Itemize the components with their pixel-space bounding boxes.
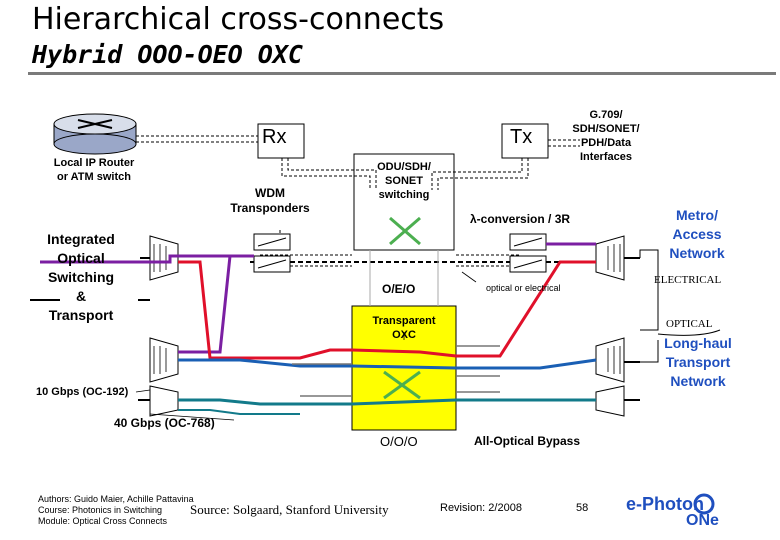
footer-revision: Revision: 2/2008	[440, 502, 522, 514]
optical-label: OPTICAL	[666, 318, 713, 330]
optical-or-electrical-label: optical or electrical	[486, 283, 561, 293]
teal-path-2	[178, 409, 300, 415]
electrical-label: ELECTRICAL	[654, 274, 722, 286]
footer-source: Source: Solgaard, Stanford University	[190, 502, 389, 517]
tx-label: Tx	[510, 126, 533, 148]
slide-title: Hierarchical cross-connects	[32, 2, 445, 37]
bypass-label: All-Optical Bypass	[474, 434, 581, 448]
logo-mark	[693, 493, 715, 515]
rate-10g-label: 10 Gbps (OC-192)	[36, 386, 129, 398]
odu-switch-box	[353, 153, 455, 251]
logo-text: e-Photon	[626, 494, 704, 514]
rx-box	[257, 123, 305, 159]
purple-path-2	[178, 254, 254, 354]
mux-lines	[153, 244, 621, 374]
slide-subtitle: Hybrid OOO-OEO OXC	[32, 40, 303, 69]
logo-subtext: ONe	[686, 512, 719, 529]
wdm-transponders-right	[509, 233, 547, 273]
oxc-cross	[383, 370, 421, 400]
odu-cross	[389, 216, 421, 246]
electrical-links	[136, 135, 580, 267]
blue-path	[178, 358, 597, 370]
rx-label: Rx	[262, 126, 287, 148]
router-icon	[53, 113, 137, 155]
red-path	[178, 260, 596, 360]
teal-path	[178, 398, 596, 406]
tx-box	[501, 123, 549, 159]
wdm-transponders-left	[253, 233, 291, 273]
network-fibers	[30, 257, 640, 401]
conversion-label: λ-conversion / 3R	[470, 212, 571, 226]
long-haul-edge	[657, 329, 721, 336]
mux-demux-left	[149, 235, 179, 417]
footer-page-number: 58	[576, 502, 589, 514]
rate-40g-label: 40 Gbps (OC-768)	[114, 416, 215, 430]
oeo-label: O/E/O	[382, 282, 416, 296]
ooo-label: O/O/O	[380, 434, 418, 449]
title-divider	[28, 72, 776, 75]
network-loop-right	[639, 249, 659, 331]
intra-node-fibers	[292, 345, 500, 397]
